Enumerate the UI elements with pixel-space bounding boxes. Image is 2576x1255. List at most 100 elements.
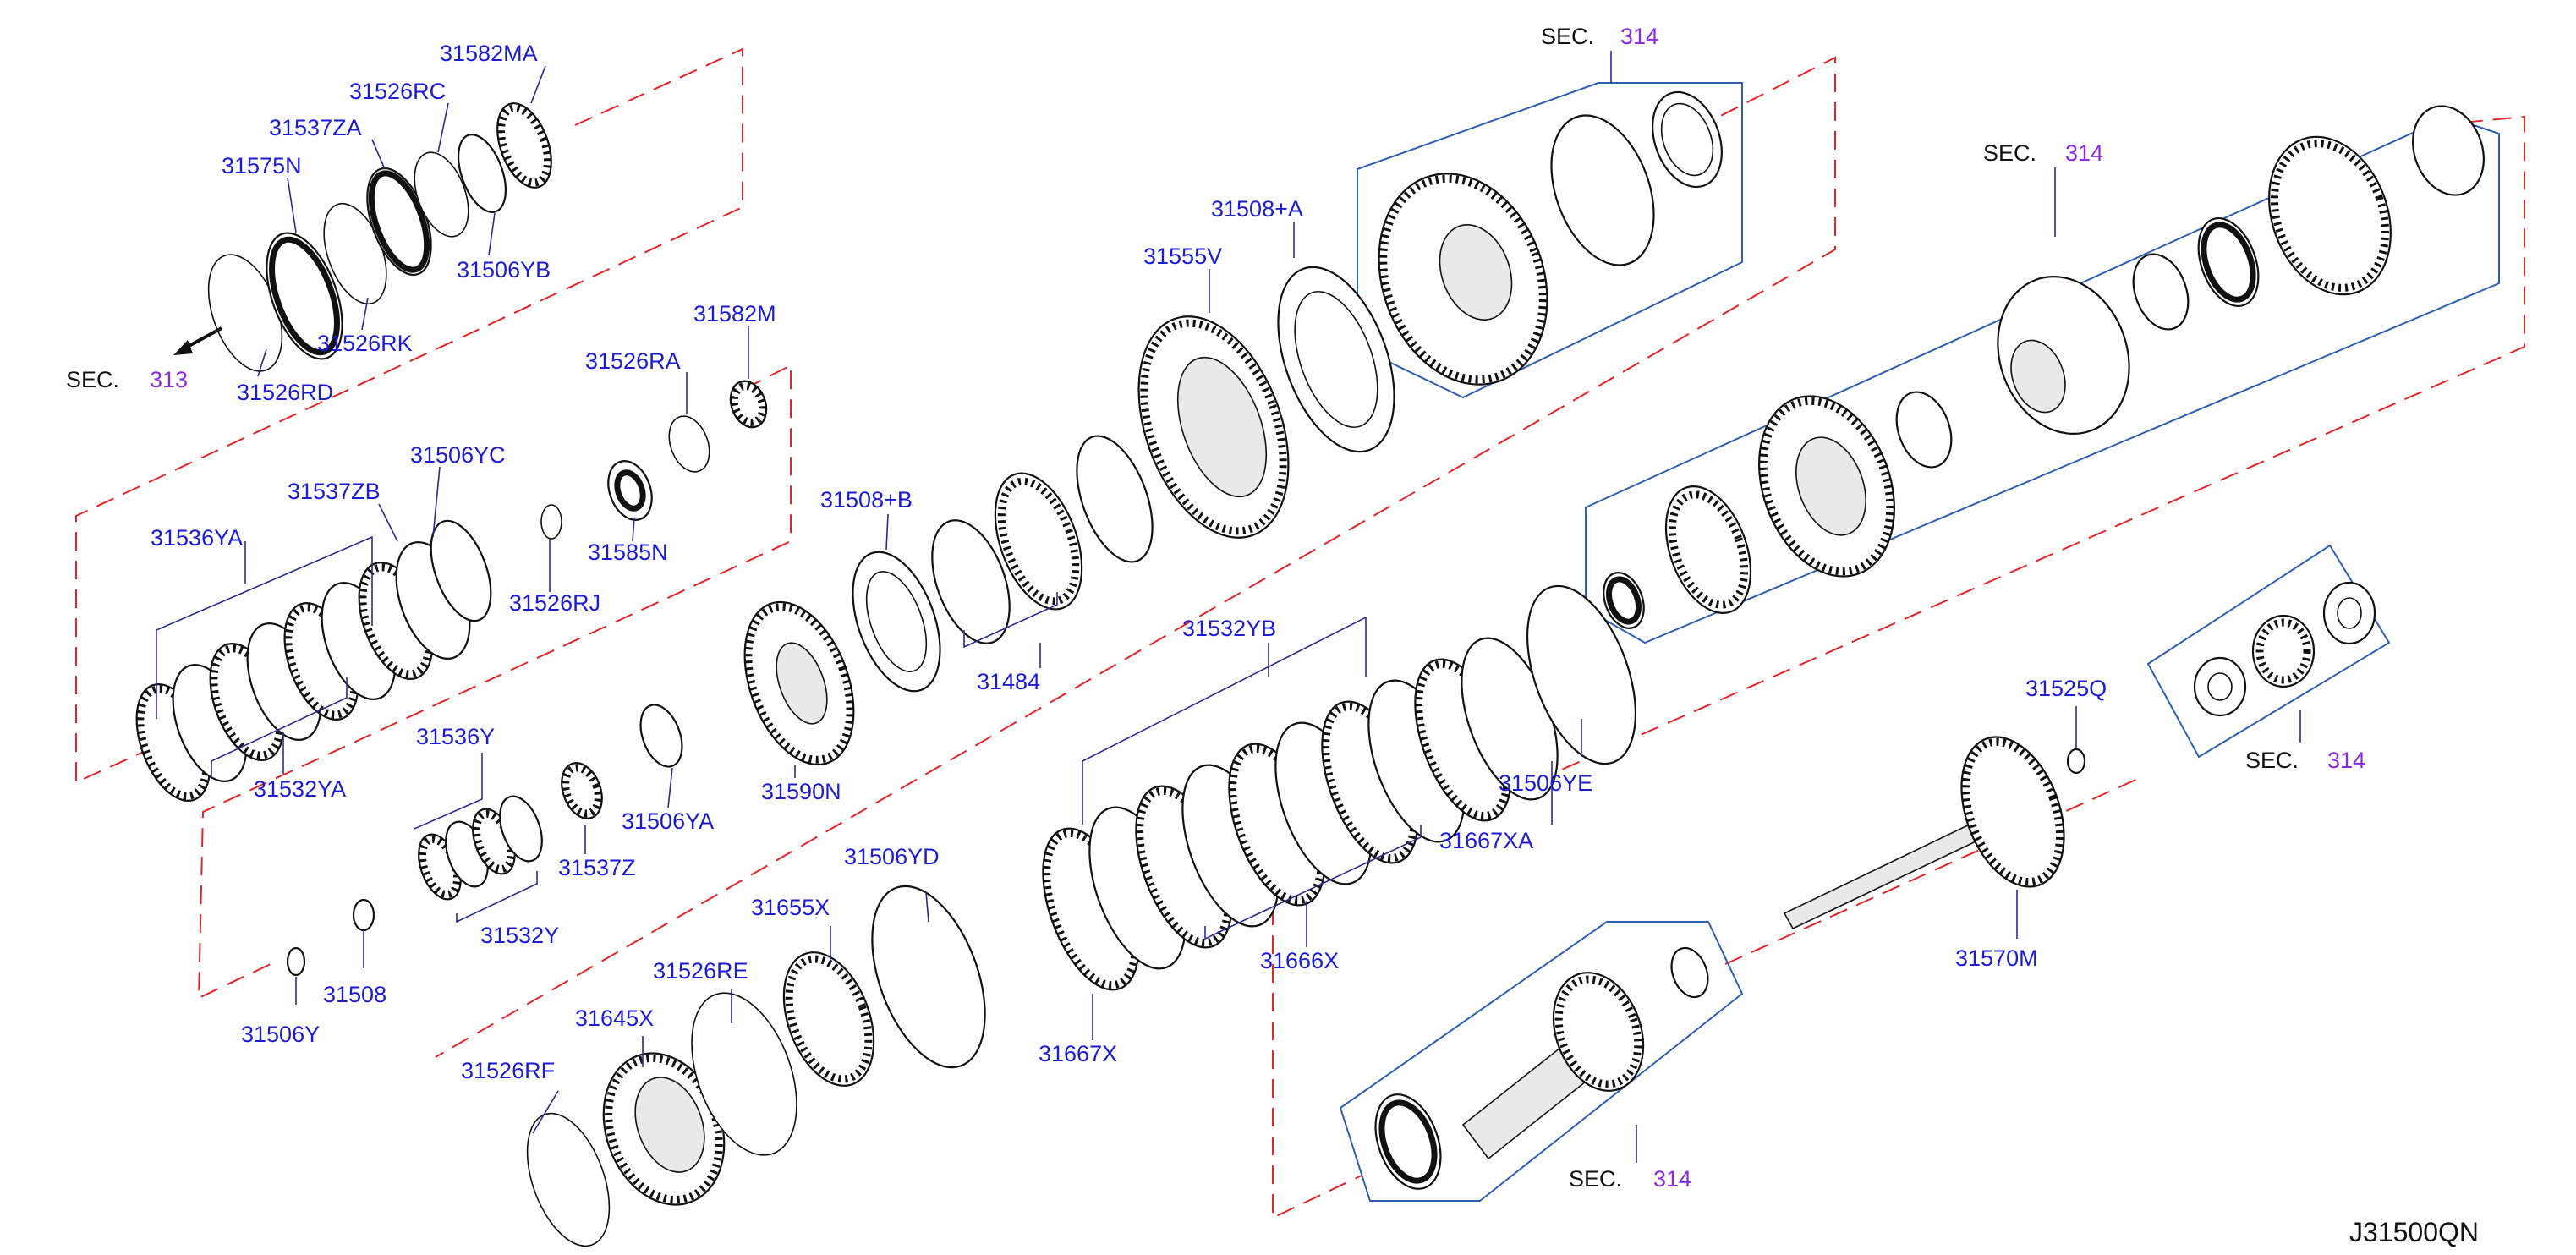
label-31525Q: 31525Q [2025,676,2107,701]
part-31506YB [458,134,507,213]
big-gear-teeth [1379,174,1547,384]
diagram-code: J31500QN [2349,1217,2479,1247]
part-31506Y [286,946,306,977]
label-31645X: 31645X [575,1006,654,1031]
sec314-bottom-parts [1374,946,1709,1190]
label-31508+A: 31508+A [1211,196,1303,222]
sec313-arrow-head [173,340,193,355]
label-31526RC: 31526RC [349,79,446,104]
part-31526RJ [540,504,562,540]
label-31526RK: 31526RK [317,331,413,356]
label-31532Y: 31532Y [480,923,559,948]
sec-314-top-number: 314 [1620,24,1658,49]
sec314-frame-bottom [1339,921,1744,1202]
label-31537ZB: 31537ZB [288,479,381,504]
seal-inner [1606,576,1642,625]
label-31590N: 31590N [761,779,841,804]
sec-314-bottom-prefix: SEC. [1569,1166,1622,1192]
input-shaft-teeth [1554,975,1642,1088]
part-31555V-teeth [1140,319,1287,535]
sec-314-upper-right-number: 314 [2065,140,2103,166]
sec314-right-parts [2193,581,2376,717]
needle-bearing-inner [2201,222,2256,303]
part-31655X [782,951,875,1087]
part-31484-race [931,519,1011,644]
part-31526RA [668,415,710,473]
washer-inner [2207,672,2233,701]
sec-314-upper-right-prefix: SEC. [1983,140,2036,166]
label-31526RD: 31526RD [237,380,333,405]
part-31508 [352,898,375,932]
bottom-left-parts [526,885,986,1247]
part-31526RE [691,992,797,1156]
label-31666X: 31666X [1260,948,1339,973]
assembly-outlines [75,47,2525,1219]
label-31655X: 31655X [751,895,830,920]
label-31506YA: 31506YA [622,808,714,834]
planetary-carrier [1997,276,2130,435]
label-31506YC: 31506YC [410,442,506,468]
output-shaft-parts [1783,736,2086,930]
center-upper-parts [743,266,1395,766]
label-31570M: 31570M [1955,945,2038,971]
ring-gear [2268,135,2392,296]
part-31484-bearing [994,472,1083,611]
label-31667XA: 31667XA [1439,828,1533,853]
outline-link-right [1724,777,2140,965]
part-31582MA-teeth [497,104,551,187]
label-31536YA: 31536YA [151,525,243,551]
outline-upper-left [75,47,743,784]
part-31555V-bore [1176,356,1268,498]
bearing-rollers [1668,490,1749,609]
washer [1670,946,1709,999]
outline-middle-left [197,364,792,1000]
snap-ring [1895,391,1953,469]
label-31575N: 31575N [222,153,302,178]
thrust-plate [2412,105,2485,196]
label-31585N: 31585N [588,540,668,565]
part-31508+B-inner [865,571,928,672]
section-labels: SEC. 313 SEC. 314 SEC. 314 SEC. 314 SEC.… [66,24,2365,1192]
label-31526RA: 31526RA [585,348,681,374]
part-31506YC [430,519,492,622]
big-gear-hub [1439,224,1513,321]
part-31508+A-inner [1294,290,1378,429]
part-31575N [266,232,343,360]
drum-teeth [1759,397,1894,576]
label-31508+B: 31508+B [820,487,913,512]
leader-lines [156,51,2301,1163]
thrust-bearing-rollers [2255,618,2311,684]
sec314-upper-right-parts [1603,105,2485,629]
sec314-frame-right [2146,544,2391,759]
thrust-washer-inner [1660,102,1714,177]
snap-ring [1550,114,1655,266]
part-31484-race-2 [1076,435,1154,563]
bearing [1664,485,1752,614]
part-31526RC [414,151,469,238]
label-31582MA: 31582MA [440,41,538,66]
label-31532YB: 31532YB [1182,616,1276,641]
part-31484-rollers [997,477,1080,606]
part-31585N-inner [614,469,646,512]
label-31537ZA: 31537ZA [269,115,362,140]
upper-left-parts [173,102,552,372]
sec-313-prefix: SEC. [66,367,119,392]
label-31484: 31484 [977,669,1040,694]
label-31506YE: 31506YE [1499,770,1592,796]
label-31667X: 31667X [1039,1041,1117,1066]
part-31506YA [639,704,683,768]
label-31506YB: 31506YB [457,257,551,282]
label-31582M: 31582M [693,301,776,326]
clutch-pack-center [1042,584,1637,991]
thrust-washer [2132,253,2190,331]
part-31585N [607,460,653,521]
part-31506YE [1526,584,1637,765]
part-31590N-hub [776,642,828,725]
sec-314-right-number: 314 [2327,748,2365,773]
label-31526RJ: 31526RJ [509,590,600,616]
label-31555V: 31555V [1143,244,1222,269]
label-31537Z: 31537Z [558,855,636,880]
seal-inner [1378,1099,1438,1184]
part-31537Z-teeth [562,764,602,818]
